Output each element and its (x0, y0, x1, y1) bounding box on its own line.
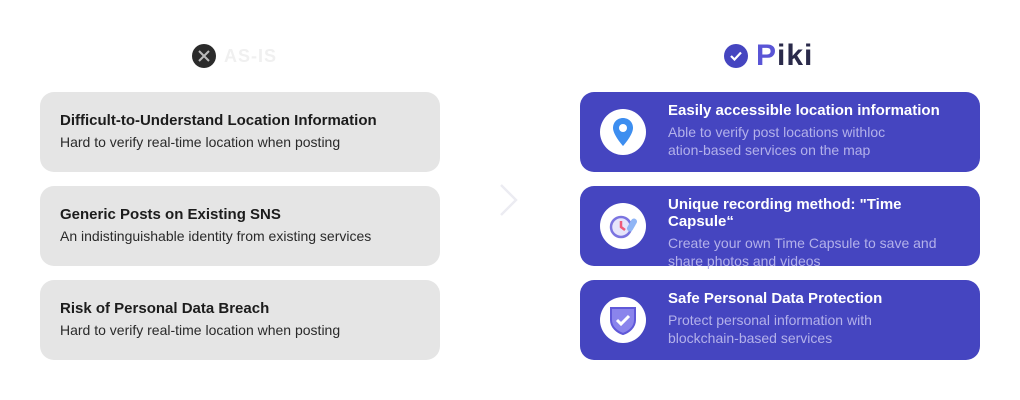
chevron-right-icon (500, 184, 518, 216)
as-is-header: AS-IS (192, 40, 277, 72)
piki-card: Safe Personal Data Protection Protect pe… (580, 280, 980, 360)
card-desc: Hard to verify real-time location when p… (60, 322, 341, 338)
card-desc: Protect personal information with (668, 312, 872, 328)
card-title: Unique recording method: "Time Capsule“ (668, 196, 902, 230)
card-desc: Create your own Time Capsule to save and (668, 235, 937, 251)
card-desc: Able to verify post locations withloc (668, 124, 886, 140)
card-title: Easily accessible location information (668, 102, 940, 119)
card-desc: ation-based services on the map (668, 142, 871, 158)
as-is-card: Generic Posts on Existing SNS An indisti… (40, 186, 440, 266)
as-is-label: AS-IS (224, 45, 278, 66)
check-circle-icon (724, 44, 748, 68)
x-circle-icon (192, 44, 216, 68)
card-title: Generic Posts on Existing SNS (60, 206, 281, 223)
as-is-card: Risk of Personal Data Breach Hard to ver… (40, 280, 440, 360)
as-is-card: Difficult-to-Understand Location Informa… (40, 92, 440, 172)
card-desc: An indistinguishable identity from exist… (60, 228, 372, 244)
card-desc: Hard to verify real-time location when p… (60, 134, 341, 150)
shield-check-icon (600, 297, 646, 343)
card-title: Risk of Personal Data Breach (60, 300, 270, 317)
card-title: Safe Personal Data Protection (668, 290, 883, 307)
piki-card: Easily accessible location information A… (580, 92, 980, 172)
piki-card: Unique recording method: "Time Capsule“ … (580, 186, 980, 269)
map-pin-icon (600, 109, 646, 155)
card-title: Difficult-to-Understand Location Informa… (60, 112, 377, 129)
card-desc: blockchain-based services (668, 330, 833, 346)
card-desc: share photos and videos (668, 253, 821, 269)
alarm-clock-icon (600, 203, 646, 249)
